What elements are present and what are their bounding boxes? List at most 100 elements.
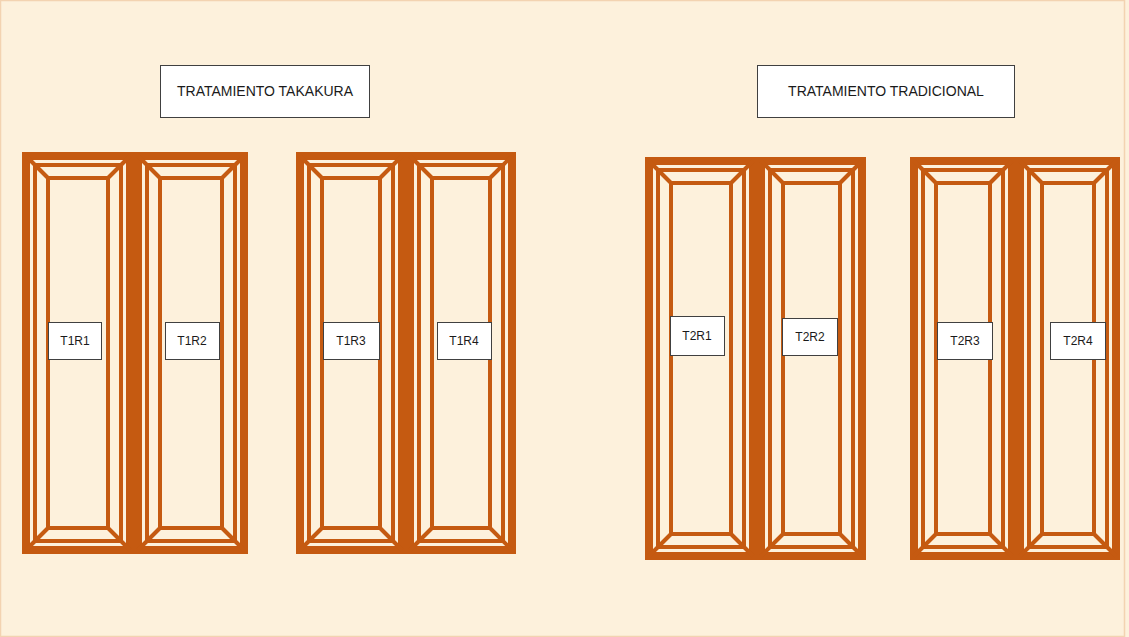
window-panel bbox=[138, 156, 244, 550]
frame-bevel bbox=[410, 156, 432, 178]
window-frames bbox=[26, 156, 1116, 556]
frame-bevel bbox=[838, 183, 842, 534]
frame-bevel bbox=[936, 532, 990, 536]
window-panel bbox=[761, 161, 862, 556]
frame-bevel bbox=[1042, 181, 1094, 185]
frame-bevel bbox=[160, 176, 222, 180]
replicate-label: T2R4 bbox=[1050, 322, 1106, 360]
frame-bevel bbox=[781, 183, 785, 534]
inner-frame bbox=[309, 165, 393, 541]
frame-bevel bbox=[322, 526, 380, 530]
frame-bevel bbox=[222, 528, 244, 550]
frame-bevel bbox=[138, 528, 160, 550]
replicate-label: T2R3 bbox=[937, 322, 993, 360]
replicate-code: T2R4 bbox=[1063, 334, 1092, 348]
inner-frame bbox=[923, 170, 1003, 547]
frame-bevel bbox=[669, 183, 673, 534]
frame-bevel bbox=[914, 161, 936, 183]
treatment-title-box: TRATAMIENTO TRADICIONAL bbox=[757, 65, 1015, 118]
inner-frame bbox=[35, 165, 121, 541]
frame-bevel bbox=[108, 156, 130, 178]
replicate-code: T1R4 bbox=[449, 334, 478, 348]
outer-frame bbox=[26, 156, 130, 550]
window-panel bbox=[649, 161, 753, 556]
frame-bevel bbox=[840, 534, 862, 556]
frame-bevel bbox=[1020, 161, 1042, 183]
replicate-label: T1R2 bbox=[165, 322, 220, 360]
frame-bevel bbox=[1094, 534, 1116, 556]
frame-bevel bbox=[158, 178, 162, 528]
frame-bevel bbox=[729, 183, 733, 534]
frame-bevel bbox=[783, 181, 840, 185]
replicate-code: T1R1 bbox=[60, 334, 89, 348]
replicate-code: T2R2 bbox=[795, 330, 824, 344]
inner-frame bbox=[419, 165, 503, 541]
replicate-label: T1R1 bbox=[48, 322, 102, 360]
replicate-label: T2R2 bbox=[782, 318, 838, 356]
frame-bevel bbox=[160, 526, 222, 530]
frame-bevel bbox=[731, 534, 753, 556]
replicate-label: T1R3 bbox=[323, 322, 380, 360]
window-panel bbox=[1020, 161, 1116, 556]
frame-bevel bbox=[1020, 534, 1042, 556]
outer-frame bbox=[138, 156, 244, 550]
outer-frame bbox=[1020, 161, 1116, 556]
frame-bevel bbox=[380, 528, 402, 550]
inner-frame bbox=[770, 170, 853, 547]
frame-bevel bbox=[761, 161, 783, 183]
outer-frame bbox=[914, 161, 1012, 556]
frame-bevel bbox=[48, 526, 108, 530]
outer-frame bbox=[761, 161, 862, 556]
treatment-title: TRATAMIENTO TRADICIONAL bbox=[788, 83, 984, 99]
frame-bevel bbox=[1094, 161, 1116, 183]
window-panel bbox=[914, 161, 1012, 556]
frame-bevel bbox=[990, 161, 1012, 183]
frame-bevel bbox=[990, 534, 1012, 556]
frame-bevel bbox=[432, 176, 490, 180]
replicate-code: T2R1 bbox=[682, 329, 711, 343]
inner-frame bbox=[147, 165, 235, 541]
frame-bevel bbox=[322, 176, 380, 180]
outer-frame bbox=[300, 156, 402, 550]
frame-bevel bbox=[936, 181, 990, 185]
frame-bevel bbox=[106, 178, 110, 528]
frame-bevel bbox=[430, 178, 434, 528]
frame-bevel bbox=[380, 156, 402, 178]
frame-bevel bbox=[26, 528, 48, 550]
treatment-title: TRATAMIENTO TAKAKURA bbox=[177, 83, 353, 99]
frame-bevel bbox=[490, 156, 512, 178]
frame-bevel bbox=[300, 156, 322, 178]
frame-bevel bbox=[671, 181, 731, 185]
frame-bevel bbox=[48, 176, 108, 180]
frame-bevel bbox=[410, 528, 432, 550]
inner-frame bbox=[1029, 170, 1107, 547]
frame-bevel bbox=[222, 156, 244, 178]
frame-bevel bbox=[761, 534, 783, 556]
frame-bevel bbox=[649, 534, 671, 556]
frame-bevel bbox=[490, 528, 512, 550]
frame-bevel bbox=[220, 178, 224, 528]
frame-bevel bbox=[138, 156, 160, 178]
frame-bevel bbox=[731, 161, 753, 183]
frame-bevel bbox=[300, 528, 322, 550]
replicate-code: T2R3 bbox=[950, 334, 979, 348]
treatment-title-box: TRATAMIENTO TAKAKURA bbox=[160, 65, 370, 118]
frame-bevel bbox=[432, 526, 490, 530]
replicate-label: T1R4 bbox=[437, 322, 492, 360]
outer-frame bbox=[649, 161, 753, 556]
outer-frame bbox=[410, 156, 512, 550]
frame-bevel bbox=[783, 532, 840, 536]
replicate-code: T1R2 bbox=[177, 334, 206, 348]
frame-bevel bbox=[1040, 183, 1044, 534]
frame-bevel bbox=[1042, 532, 1094, 536]
frame-bevel bbox=[671, 532, 731, 536]
window-panel bbox=[300, 156, 402, 550]
frame-bevel bbox=[840, 161, 862, 183]
replicate-code: T1R3 bbox=[336, 334, 365, 348]
frame-bevel bbox=[914, 534, 936, 556]
frame-bevel bbox=[649, 161, 671, 183]
replicate-label: T2R1 bbox=[670, 316, 725, 356]
